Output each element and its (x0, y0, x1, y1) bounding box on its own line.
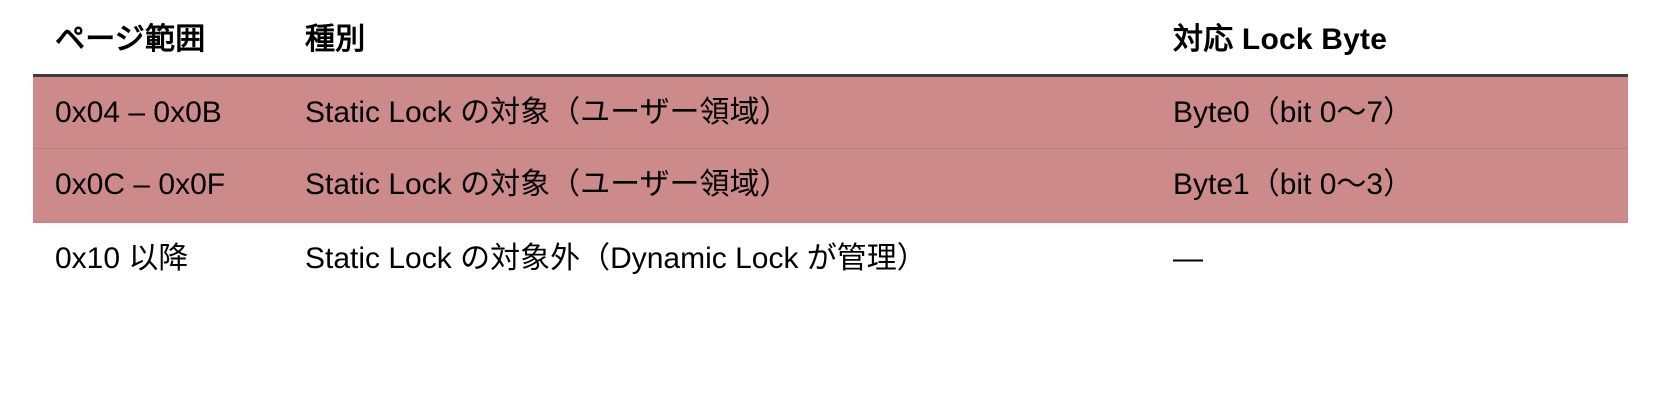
cell-kind: Static Lock の対象（ユーザー領域） (305, 148, 1173, 223)
cell-lock-byte: Byte1（bit 0〜3） (1173, 148, 1628, 223)
column-header-lock-byte: 対応 Lock Byte (1173, 0, 1628, 77)
table-row: 0x10 以降 Static Lock の対象外（Dynamic Lock が管… (33, 221, 1628, 295)
cell-page-range: 0x0C – 0x0F (33, 148, 305, 223)
column-header-page-range: ページ範囲 (33, 0, 305, 77)
table-body: 0x04 – 0x0B Static Lock の対象（ユーザー領域） Byte… (33, 75, 1628, 295)
table-row: 0x04 – 0x0B Static Lock の対象（ユーザー領域） Byte… (33, 75, 1628, 150)
cell-kind: Static Lock の対象（ユーザー領域） (305, 75, 1173, 150)
table-header-row: ページ範囲 種別 対応 Lock Byte (33, 0, 1628, 77)
cell-lock-byte: Byte0（bit 0〜7） (1173, 75, 1628, 150)
column-header-kind: 種別 (305, 0, 1173, 77)
table-header: ページ範囲 種別 対応 Lock Byte (33, 0, 1628, 77)
cell-lock-byte: — (1173, 221, 1628, 295)
cell-kind: Static Lock の対象外（Dynamic Lock が管理） (305, 221, 1173, 295)
table-row: 0x0C – 0x0F Static Lock の対象（ユーザー領域） Byte… (33, 148, 1628, 223)
page-range-lock-byte-table: ページ範囲 種別 対応 Lock Byte 0x04 – 0x0B Static… (33, 0, 1628, 295)
cell-page-range: 0x10 以降 (33, 221, 305, 295)
cell-page-range: 0x04 – 0x0B (33, 75, 305, 150)
